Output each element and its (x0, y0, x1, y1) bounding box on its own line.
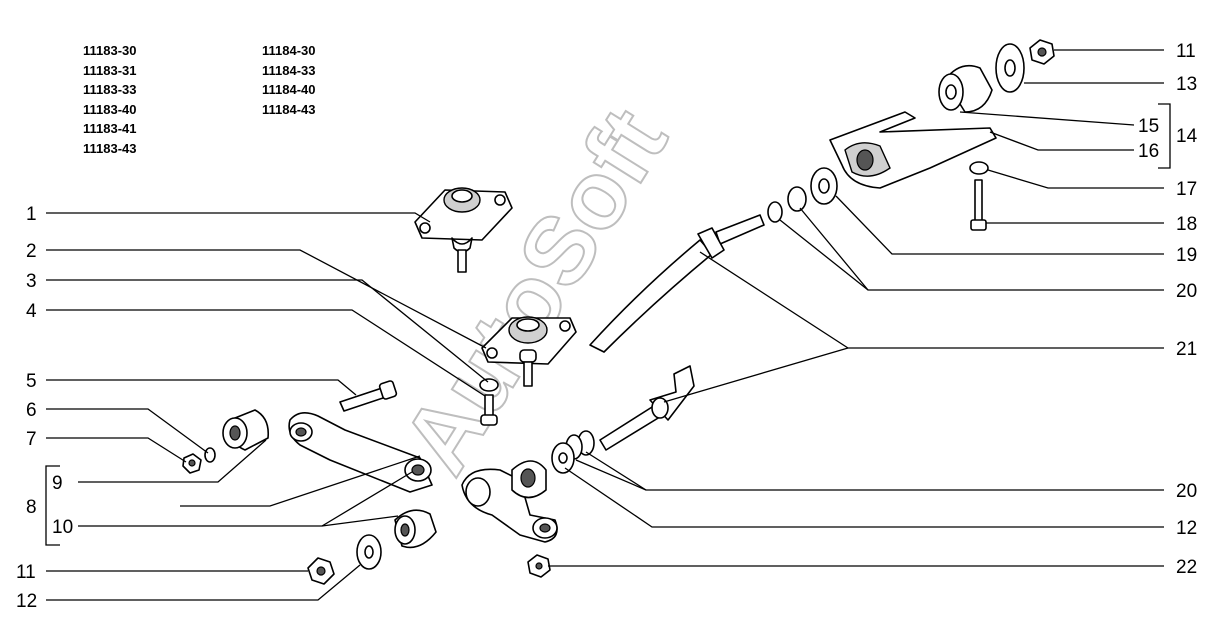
model-code: 11183-41 (83, 121, 137, 136)
bolt (970, 179, 987, 231)
callout-number: 11 (16, 562, 36, 583)
stabilizer-rod-upper (589, 214, 765, 353)
model-code: 11183-33 (83, 82, 137, 97)
silent-block (222, 409, 270, 451)
callout-number: 4 (26, 301, 37, 322)
ball-joint-upper (414, 187, 513, 273)
knuckle-bracket (461, 460, 558, 543)
model-code: 11183-43 (83, 140, 137, 156)
callout-number: 10 (52, 517, 73, 538)
callout-number: 3 (26, 271, 37, 292)
model-code: 11184-43 (262, 101, 316, 117)
stabilizer-rod-lower (551, 365, 695, 474)
model-code: 11184-40 (262, 82, 316, 97)
callout-number: 11 (1176, 41, 1196, 62)
stabilizer-bracket (829, 111, 997, 189)
callout-number: 20 (1176, 481, 1197, 502)
callout-number: 19 (1176, 245, 1197, 266)
callout-number: 21 (1176, 339, 1197, 360)
model-code: 11183-30 (83, 43, 137, 58)
cup-washer (995, 43, 1025, 93)
model-code: 11183-40 (83, 101, 137, 117)
callout-number: 6 (26, 400, 37, 421)
silent-block-lower (394, 509, 437, 549)
nut (527, 554, 551, 578)
leader-lines (45, 49, 1171, 601)
lock-nut (1029, 39, 1055, 65)
callout-number: 7 (26, 429, 37, 450)
callout-number: 17 (1176, 179, 1197, 200)
bolt (480, 394, 498, 426)
callout-number: 16 (1138, 141, 1159, 162)
model-code: 11184-33 (262, 62, 316, 78)
callout-number: 22 (1176, 557, 1197, 578)
model-code: 11183-31 (83, 62, 137, 78)
callout-number: 20 (1176, 281, 1197, 302)
model-list-left: 11183-30 11183-31 11183-33 11183-40 1118… (83, 41, 137, 158)
washer (479, 378, 499, 392)
model-list-right: 11184-30 11184-33 11184-40 11184-43 (262, 41, 316, 119)
rubber-cushion (938, 64, 993, 113)
ball-joint-lower (481, 316, 577, 387)
callout-number: 12 (16, 591, 37, 612)
long-bolt (339, 380, 398, 412)
callout-number: 15 (1138, 116, 1159, 137)
callout-number: 9 (52, 473, 63, 494)
callout-number: 12 (1176, 518, 1197, 539)
large-washer (356, 534, 382, 570)
washer (969, 161, 989, 175)
callout-number: 18 (1176, 214, 1197, 235)
lock-nut (307, 557, 335, 585)
model-code: 11184-30 (262, 43, 316, 58)
callout-number: 8 (26, 497, 37, 518)
callout-number: 14 (1176, 126, 1198, 147)
lower-control-arm (288, 412, 433, 493)
callout-number: 5 (26, 371, 37, 392)
spring-washer (204, 447, 216, 463)
nut (182, 453, 202, 474)
callout-number: 2 (26, 241, 37, 262)
washers-upper (767, 167, 838, 223)
callout-number: 1 (26, 204, 37, 225)
callout-number: 13 (1176, 74, 1197, 95)
